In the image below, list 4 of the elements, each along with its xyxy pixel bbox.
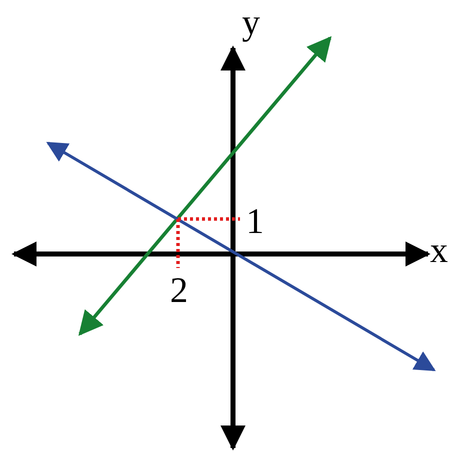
axis-label: x <box>430 232 448 268</box>
axis-label: y <box>242 4 260 40</box>
axis-label: 1 <box>246 203 264 239</box>
axis-label: 2 <box>170 272 188 308</box>
